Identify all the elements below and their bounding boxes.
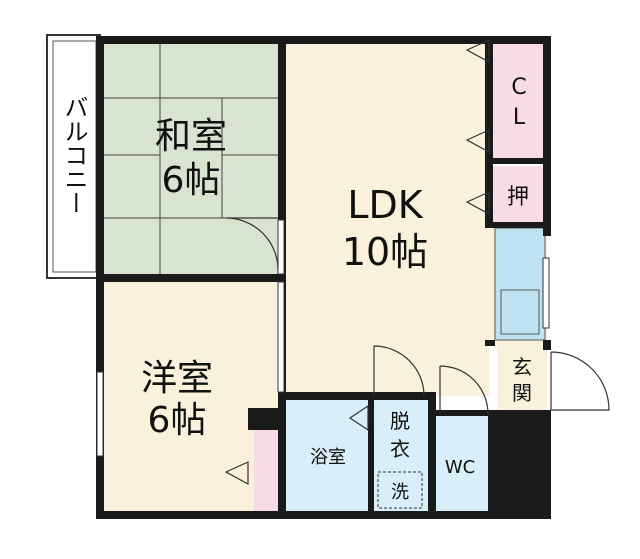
youshitsu-size: 6帖 <box>148 400 207 441</box>
wc-room <box>432 414 488 515</box>
balcony: バルコニー <box>46 34 101 279</box>
washer-label: 洗 <box>391 482 409 503</box>
bath-room <box>282 396 372 515</box>
ldk-name: LDK <box>347 183 423 227</box>
bath-label: 浴室 <box>310 447 346 468</box>
oshiire-label: 押 <box>507 185 529 210</box>
genkan-label-1: 玄 <box>512 355 532 379</box>
youshitsu-room <box>100 278 282 515</box>
dressing-label-1: 脱 <box>390 409 410 433</box>
closet-room <box>489 40 547 162</box>
wc-label: WC <box>445 457 475 478</box>
youshitsu-name: 洋室 <box>141 358 213 399</box>
balcony-label: バルコニー <box>60 95 88 215</box>
youshitsu-closet <box>254 430 280 515</box>
kitchen-sink <box>500 289 540 335</box>
washitsu-name: 和室 <box>155 116 227 157</box>
oshiire-room <box>489 166 547 224</box>
washitsu-room <box>100 40 282 278</box>
washitsu-size: 6帖 <box>162 160 221 201</box>
ldk-room <box>282 40 489 396</box>
dressing-label-2: 衣 <box>390 437 410 461</box>
closet-label-2: L <box>513 105 526 130</box>
entrance-floor <box>488 414 547 515</box>
washer-pan <box>377 471 423 509</box>
genkan-room <box>497 346 547 414</box>
doors <box>224 39 610 486</box>
closet-label-1: C <box>511 75 526 100</box>
genkan-label-2: 関 <box>512 381 532 405</box>
windows <box>96 219 550 457</box>
ldk-size: 10帖 <box>342 230 428 274</box>
